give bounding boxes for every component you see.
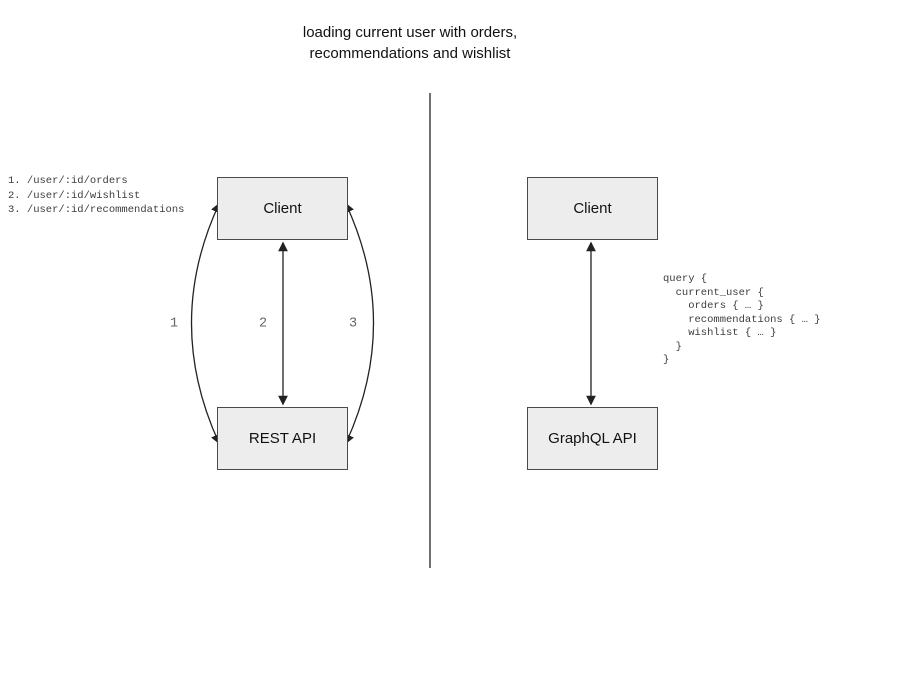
rest-api-label: REST API [248, 430, 317, 447]
query-line: recommendations { … } [663, 313, 821, 326]
endpoint-wishlist: 2. /user/:id/wishlist [8, 189, 141, 202]
graphql-api-box: GraphQL API [527, 407, 658, 470]
vertical-divider [429, 93, 431, 568]
curved-arrow-orders [190, 202, 220, 445]
graphql-api-label: GraphQL API [548, 430, 637, 447]
graphql-client-box: Client [527, 177, 658, 240]
diagram-title: loading current user with orders, recomm… [302, 24, 518, 62]
arrow-label-3: 3 [348, 316, 358, 332]
query-line: } [663, 354, 670, 366]
query-line: } [663, 340, 682, 353]
graphql-query-block: query { current_user { orders { … } reco… [663, 273, 821, 368]
rest-client-label: Client [263, 200, 302, 217]
arrow-label-2: 2 [258, 316, 268, 332]
arrow-label-1: 1 [169, 316, 179, 332]
graphql-client-label: Client [573, 200, 612, 217]
rest-client-box: Client [217, 177, 348, 240]
query-line: wishlist { … } [663, 327, 777, 339]
rest-api-box: REST API [217, 407, 348, 470]
query-line: orders { … } [663, 300, 764, 312]
rest-endpoints-list: 1. /user/:id/orders 2. /user/:id/wishlis… [8, 174, 184, 218]
endpoint-orders: 1. /user/:id/orders [8, 175, 128, 187]
endpoint-recommendations: 3. /user/:id/recommendations [8, 204, 185, 217]
query-line: query { [663, 273, 708, 285]
query-line: current_user { [663, 286, 764, 299]
